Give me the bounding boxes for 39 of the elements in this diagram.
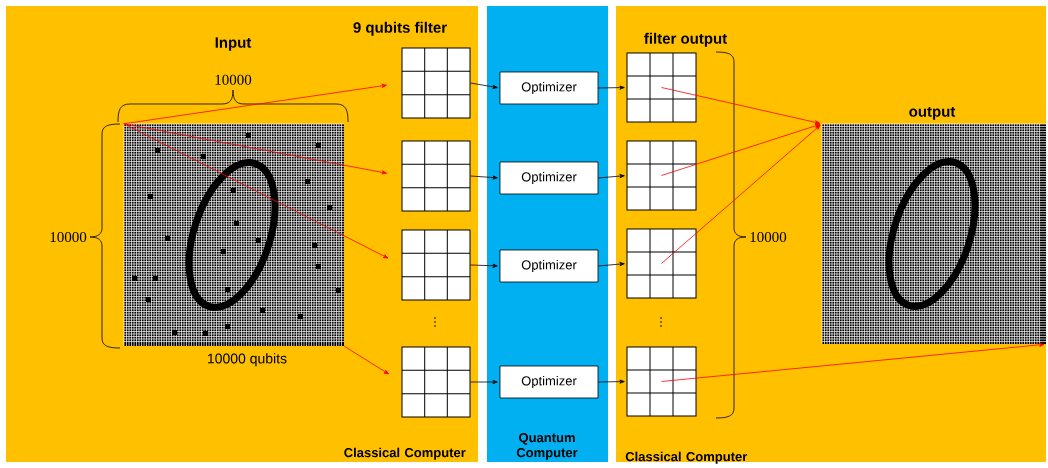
heading: filter output — [644, 32, 727, 47]
heading: Input — [215, 37, 252, 51]
grid-image-drawing — [123, 123, 345, 347]
ellipsis: ⋮ — [660, 317, 662, 327]
arrow — [470, 380, 498, 384]
filter-grid — [626, 346, 697, 417]
dimension-label: 10000 — [50, 231, 87, 243]
ellipsis: ⋮ — [434, 317, 436, 327]
filter-grid — [401, 47, 471, 119]
arrow — [470, 175, 498, 180]
optimizer-box: Optimizer — [499, 161, 599, 195]
filter-grid — [401, 229, 471, 301]
optimizer-box: Optimizer — [499, 249, 599, 283]
arrow — [661, 342, 1045, 382]
arrow — [661, 123, 821, 176]
arrow — [661, 124, 821, 264]
arrow — [123, 83, 387, 125]
optimizer-box: Optimizer — [499, 71, 599, 105]
arrow — [598, 174, 625, 179]
heading: output — [909, 106, 956, 120]
arrow — [598, 379, 625, 384]
arrow — [470, 82, 498, 89]
dimension-label: 10000 — [750, 231, 787, 243]
arrow — [343, 345, 390, 375]
arrow — [470, 263, 498, 268]
arrow — [661, 87, 821, 125]
filter-grid — [626, 228, 697, 299]
filter-grid — [401, 140, 471, 212]
optimizer-box: Optimizer — [499, 365, 599, 399]
arrow — [598, 262, 625, 267]
dimension-label: 10000 — [215, 74, 252, 85]
arrow — [123, 123, 387, 175]
grid-image-drawing — [821, 123, 1047, 345]
arrow — [123, 123, 389, 259]
filter-grid — [401, 346, 471, 418]
arrow — [598, 85, 625, 90]
filter-grid — [626, 140, 697, 211]
filter-grid — [626, 52, 697, 123]
heading: 9 qubits filter — [353, 21, 447, 36]
